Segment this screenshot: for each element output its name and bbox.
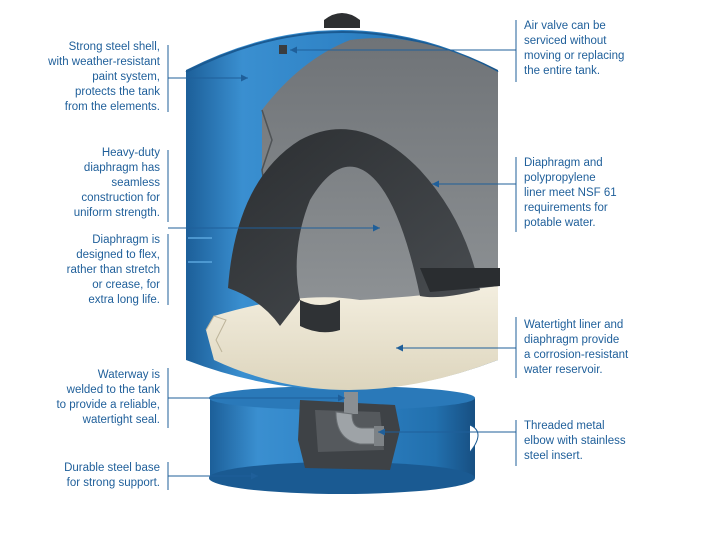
callout-line: polypropylene xyxy=(524,172,596,184)
callout-heavy-diaphragm: Heavy-duty diaphragm has seamless constr… xyxy=(74,146,160,221)
callout-line: to provide a reliable, xyxy=(56,399,160,411)
callout-steel-shell: Strong steel shell, with weather-resista… xyxy=(48,40,160,115)
callout-line: uniform strength. xyxy=(73,207,160,219)
callout-flex-diaphragm: Diaphragm is designed to flex, rather th… xyxy=(67,233,160,308)
callout-line: water reservoir. xyxy=(524,364,603,376)
callout-line: serviced without xyxy=(524,35,607,47)
callout-line: paint system, xyxy=(92,71,160,83)
callout-nsf61: Diaphragm and polypropylene liner meet N… xyxy=(524,156,617,231)
callout-steel-base: Durable steel base for strong support. xyxy=(64,461,160,491)
callout-line: Heavy-duty xyxy=(101,147,160,159)
callout-line: requirements for xyxy=(524,202,608,214)
metal-elbow xyxy=(335,392,384,446)
callout-line: Watertight liner and xyxy=(524,319,624,331)
callout-line: Diaphragm and xyxy=(524,157,603,169)
callout-line: with weather-resistant xyxy=(48,56,160,68)
callout-line: from the elements. xyxy=(64,101,160,113)
callout-line: construction for xyxy=(81,192,160,204)
callout-line: for strong support. xyxy=(66,477,160,489)
callout-line: Waterway is xyxy=(97,369,160,381)
callout-line: watertight seal. xyxy=(82,414,160,426)
callout-line: moving or replacing xyxy=(524,50,625,62)
callout-line: diaphragm has xyxy=(83,162,160,174)
callout-line: steel insert. xyxy=(524,450,583,462)
callout-line: liner meet NSF 61 xyxy=(524,187,617,199)
callout-line: designed to flex, xyxy=(76,249,160,261)
callout-line: Air valve can be xyxy=(524,20,606,32)
callout-watertight-liner: Watertight liner and diaphragm provide a… xyxy=(524,318,628,378)
callout-line: Diaphragm is xyxy=(92,234,160,246)
leader-arrowheads xyxy=(241,46,439,480)
callout-line: protects the tank xyxy=(74,86,160,98)
callout-line: extra long life. xyxy=(88,294,160,306)
callout-line: potable water. xyxy=(524,217,596,229)
callout-line: Threaded metal xyxy=(524,420,605,432)
callout-line: the entire tank. xyxy=(524,65,601,77)
callout-line: Durable steel base xyxy=(64,462,160,474)
callout-line: welded to the tank xyxy=(66,384,160,396)
callout-line: diaphragm provide xyxy=(524,334,620,346)
air-valve xyxy=(279,13,360,54)
callout-air-valve: Air valve can be serviced without moving… xyxy=(524,19,624,79)
callout-line: rather than stretch xyxy=(66,264,160,276)
callout-line: a corrosion-resistant xyxy=(524,349,629,361)
callout-line: seamless xyxy=(111,177,160,189)
callout-waterway: Waterway is welded to the tank to provid… xyxy=(56,368,160,428)
callout-line: elbow with stainless xyxy=(524,435,626,447)
callout-line: or crease, for xyxy=(92,279,160,291)
diaphragm xyxy=(228,129,500,333)
callout-line: Strong steel shell, xyxy=(68,41,160,53)
leader-lines xyxy=(167,20,517,490)
callout-metal-elbow: Threaded metal elbow with stainless stee… xyxy=(524,419,626,464)
